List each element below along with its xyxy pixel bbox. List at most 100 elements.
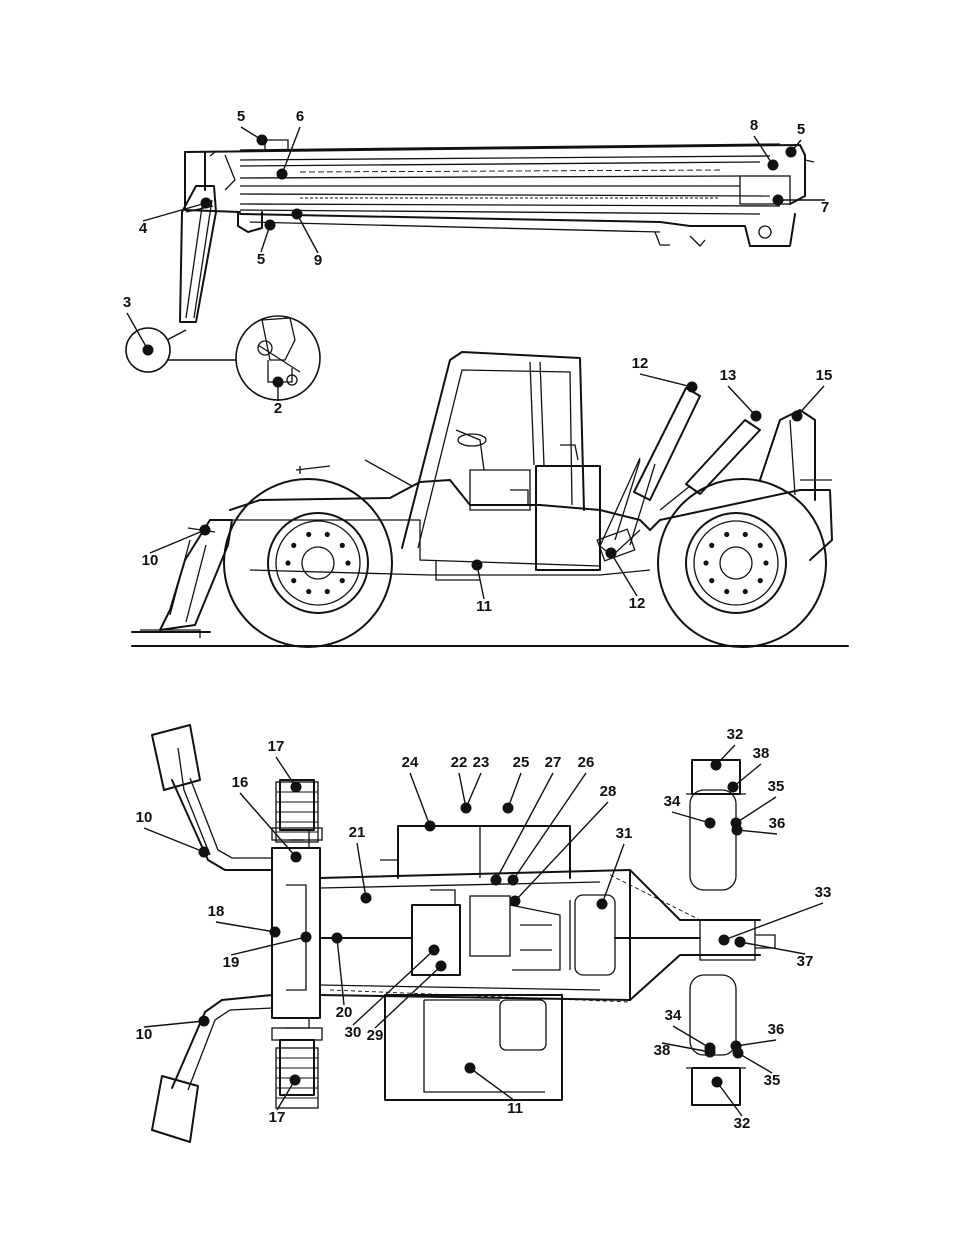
boom-side-callout-2-lube-point — [767, 159, 779, 171]
chassis-top-callout-18-lube-point — [718, 934, 730, 946]
chassis-top-callout-22-label: 30 — [345, 1024, 362, 1041]
chassis-top-callout-30-lube-point — [289, 1074, 301, 1086]
chassis-top-callout-9-label: 21 — [349, 824, 366, 841]
chassis-top-callout-31-label: 32 — [734, 1115, 751, 1132]
vehicle-side-callout-1-leader — [727, 385, 757, 417]
vehicle-side-callout-4-leader — [476, 564, 485, 600]
chassis-top-callout-13-label: 35 — [768, 778, 785, 795]
chassis-top-callout-24-leader — [672, 1025, 711, 1049]
boom-side-callout-8-lube-point — [142, 344, 154, 356]
chassis-top-callout-27-lube-point — [704, 1046, 716, 1058]
vehicle-side-callout-1-label: 13 — [720, 367, 737, 384]
boom-side-callout-3-lube-point — [785, 146, 797, 158]
chassis-top-callout-7-label: 28 — [600, 783, 617, 800]
boom-side-callout-5-label: 4 — [139, 220, 148, 237]
chassis-top-callout-23-leader — [374, 965, 442, 1029]
boom-side-callout-1-lube-point — [276, 168, 288, 180]
boom-side-callout-6-lube-point — [264, 219, 276, 231]
chassis-top-callout-14-label: 34 — [664, 793, 681, 810]
vehicle-side-callout-2-lube-point — [791, 410, 803, 422]
boom-side-callout-7-label: 9 — [314, 252, 322, 269]
chassis-top-view — [151, 724, 776, 1143]
chassis-top-callout-5-lube-point — [490, 874, 502, 886]
chassis-top-callout-14-lube-point — [704, 817, 716, 829]
chassis-top-callout-20-leader — [739, 941, 806, 955]
boom-side-callout-3-label: 5 — [797, 121, 805, 138]
chassis-top-callout-17-leader — [215, 921, 276, 933]
chassis-top-callout-28-label: 35 — [764, 1072, 781, 1089]
chassis-top-callout-30-leader — [276, 1079, 296, 1111]
chassis-top-callout-7-leader — [514, 801, 609, 902]
chassis-top-callout-31-lube-point — [711, 1076, 723, 1088]
chassis-top-callout-26-lube-point — [198, 1015, 210, 1027]
lube-points — [142, 134, 803, 1088]
chassis-top-callout-18-label: 33 — [815, 884, 832, 901]
vehicle-side-callout-4-label: 11 — [476, 598, 492, 615]
chassis-top-callout-31-leader — [716, 1081, 743, 1117]
chassis-top-callout-2-leader — [458, 772, 467, 809]
chassis-top-callout-24-label: 34 — [665, 1007, 682, 1024]
chassis-top-callout-21-leader — [336, 937, 345, 1006]
chassis-top-callout-11-label: 32 — [727, 726, 744, 743]
chassis-top-callout-0-label: 17 — [268, 738, 285, 755]
chassis-top-callout-27-leader — [661, 1042, 711, 1053]
vehicle-side-callout-0-lube-point — [686, 381, 698, 393]
chassis-top-callout-3-label: 23 — [473, 754, 490, 771]
chassis-top-callout-23-lube-point — [435, 960, 447, 972]
vehicle-side-view — [131, 351, 849, 648]
chassis-top-callout-30-label: 17 — [269, 1109, 286, 1126]
boom-side-callout-1-leader — [281, 126, 301, 175]
boom-side-callout-2-label: 8 — [750, 117, 758, 134]
chassis-top-callout-1-leader — [409, 772, 431, 827]
chassis-top-callout-16-label: 10 — [136, 809, 153, 826]
chassis-top-callout-14-leader — [671, 811, 711, 824]
chassis-top-callout-4-label: 25 — [513, 754, 530, 771]
chassis-top-callout-10-label: 31 — [616, 825, 633, 842]
chassis-top-callout-3-leader — [465, 772, 482, 809]
chassis-top-callout-20-label: 37 — [797, 953, 814, 970]
chassis-top-callout-5-leader — [495, 772, 554, 881]
chassis-top-callout-19-label: 19 — [223, 954, 240, 971]
chassis-top-callout-21-lube-point — [331, 932, 343, 944]
chassis-top-callout-29-leader — [469, 1067, 516, 1102]
chassis-top-callout-12-label: 38 — [753, 745, 770, 762]
chassis-top-callout-26-label: 10 — [136, 1026, 153, 1043]
chassis-top-callout-12-lube-point — [727, 781, 739, 793]
chassis-top-callout-8-leader — [239, 792, 297, 858]
chassis-top-callout-25-leader — [735, 1039, 777, 1047]
chassis-top-callout-25-label: 36 — [768, 1021, 785, 1038]
chassis-top-callout-28-leader — [737, 1052, 773, 1074]
boom-side-callout-7-lube-point — [291, 208, 303, 220]
vehicle-side-callout-2-label: 15 — [816, 367, 833, 384]
boom-side-callout-6-label: 5 — [257, 251, 265, 268]
vehicle-side-callout-2-leader — [796, 385, 825, 417]
vehicle-side-callout-0-leader — [639, 373, 693, 388]
chassis-top-callout-19-lube-point — [300, 931, 312, 943]
vehicle-side-callout-1-lube-point — [750, 410, 762, 422]
chassis-top-callout-16-lube-point — [198, 846, 210, 858]
chassis-top-callout-17-label: 18 — [208, 903, 225, 920]
chassis-top-callout-15-leader — [736, 829, 778, 835]
boom-side-callout-7-leader — [296, 213, 319, 254]
boom-side-callout-0-label: 5 — [237, 108, 245, 125]
chassis-top-callout-4-leader — [507, 772, 522, 809]
chassis-top-callout-16-leader — [143, 827, 205, 853]
chassis-top-callout-21-label: 20 — [336, 1004, 353, 1021]
chassis-top-callout-17-lube-point — [269, 926, 281, 938]
chassis-top-callout-29-lube-point — [464, 1062, 476, 1074]
chassis-top-callout-22-leader — [352, 949, 435, 1026]
chassis-top-callout-6-lube-point — [507, 874, 519, 886]
vehicle-side-callout-5-lube-point — [605, 547, 617, 559]
chassis-top-callout-0-lube-point — [290, 781, 302, 793]
chassis-top-callout-9-leader — [356, 842, 367, 899]
chassis-top-callout-22-lube-point — [428, 944, 440, 956]
chassis-top-callout-11-lube-point — [710, 759, 722, 771]
boom-side-callout-5-leader — [142, 202, 207, 222]
boom-side-callout-4-lube-point — [772, 194, 784, 206]
chassis-top-callout-29-label: 11 — [507, 1100, 523, 1117]
chassis-top-callout-10-lube-point — [596, 898, 608, 910]
chassis-top-callout-6-label: 26 — [578, 754, 595, 771]
